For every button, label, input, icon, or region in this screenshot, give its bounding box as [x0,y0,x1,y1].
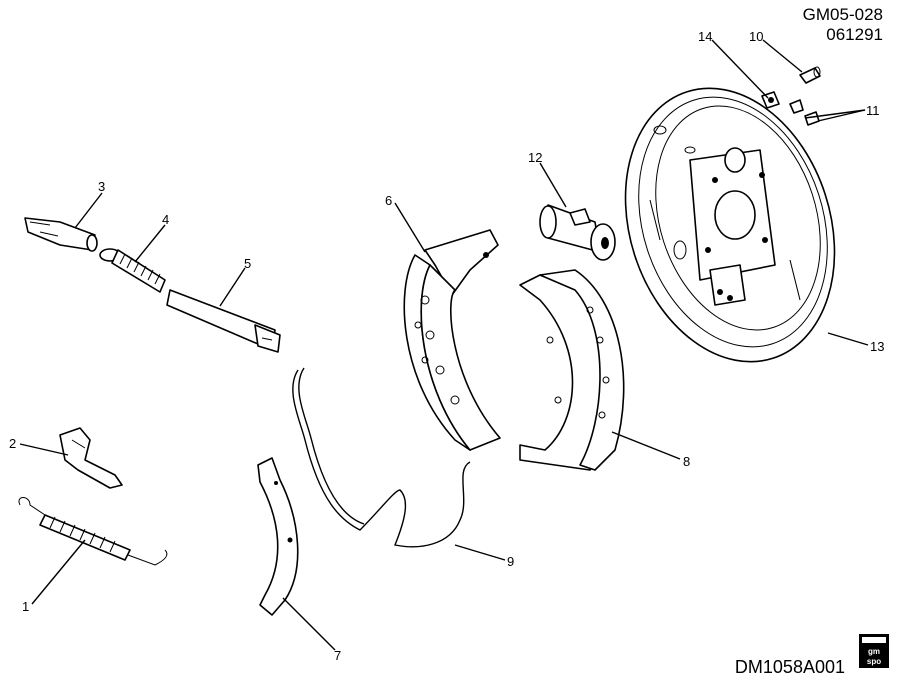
callout-5: 5 [244,256,251,271]
callout-13: 13 [870,339,884,354]
secondary-brake-shoe [519,269,625,471]
diagram-code: GM05-028 [803,5,883,24]
adjuster-socket [24,217,98,252]
bleeder-cap [799,66,821,84]
adjuster-screw [99,248,166,293]
footer-code: DM1058A001 [735,657,845,677]
fittings [789,99,820,126]
callout-4: 4 [162,212,169,227]
callout-8: 8 [683,454,690,469]
svg-text:gm: gm [868,647,880,656]
callout-2: 2 [9,436,16,451]
adjuster-lever [59,427,123,489]
callout-6: 6 [385,193,392,208]
adjuster-rod [166,289,281,353]
wheel-cylinder [539,204,616,261]
backing-plate [624,87,836,363]
callout-1: 1 [22,599,29,614]
return-spring [18,497,168,566]
primary-brake-shoe [403,229,501,451]
parking-brake-lever [257,457,299,616]
leader-lines [19,39,869,651]
callout-3: 3 [98,179,105,194]
callout-7: 7 [334,648,341,663]
callout-14: 14 [698,29,712,44]
gm-spo-logo: gm spo [859,634,889,668]
callout-11: 11 [866,103,880,118]
callout-numbers: 1 2 3 4 5 6 7 8 9 10 11 12 13 14 [9,29,884,663]
callout-10: 10 [749,29,763,44]
parking-brake-strut [292,367,471,548]
diagram-date: 061291 [826,25,883,44]
svg-text:spo: spo [867,657,881,666]
callout-12: 12 [528,150,542,165]
callout-9: 9 [507,554,514,569]
